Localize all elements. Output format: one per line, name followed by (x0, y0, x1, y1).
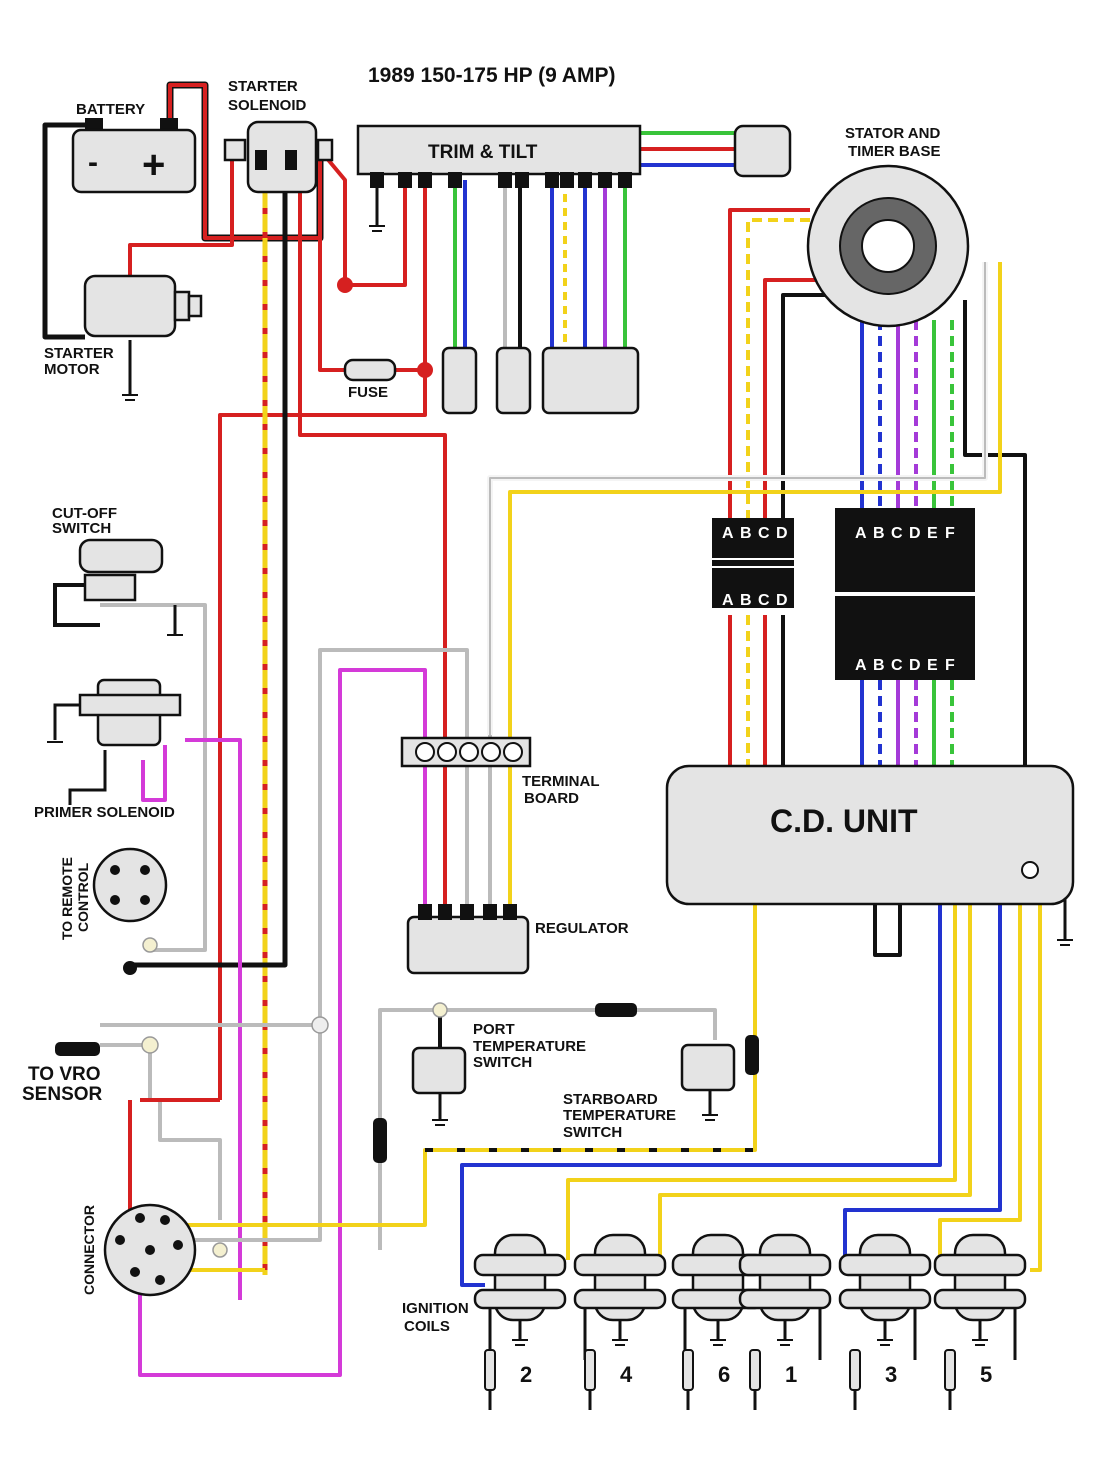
connector-abcdef (835, 508, 975, 680)
remote-control-label-1: TO REMOTE (59, 857, 75, 940)
terminal-board (400, 736, 532, 768)
starter-solenoid-label-2: SOLENOID (228, 97, 307, 114)
connector-pin-label: E (927, 657, 938, 674)
cutoff-switch-label-2: SWITCH (52, 520, 111, 537)
ignition-coils-label-1: IGNITION (402, 1300, 469, 1317)
trim-tilt-module (356, 124, 792, 415)
fuse-label: FUSE (348, 384, 388, 401)
diagram-title: 1989 150-175 HP (9 AMP) (368, 64, 615, 87)
port-temp-label-1: PORT (473, 1021, 515, 1038)
connector-pin-label: A (855, 657, 867, 674)
cutoff-switch-label-1: CUT-OFF (52, 505, 117, 522)
cd-unit (665, 764, 1075, 946)
connector-pin-label: D (776, 592, 788, 609)
connector-abcd (712, 518, 794, 608)
vro-sensor-plug (55, 1016, 329, 1056)
connector-pin-label: D (909, 657, 921, 674)
connector-label: CONNECTOR (81, 1205, 97, 1295)
starter-solenoid-label-1: STARTER (228, 78, 298, 95)
port-temp-label-2: TEMPERATURE (473, 1038, 586, 1055)
ignition-coils-label-2: COILS (404, 1318, 450, 1335)
terminal-board-label-1: TERMINAL (522, 773, 600, 790)
connector-pin-label: E (927, 525, 938, 542)
connector-pin-label: F (945, 525, 955, 542)
cd-unit-label: C.D. UNIT (770, 803, 918, 839)
battery-minus: - (88, 146, 98, 179)
connector-pin-label: C (758, 525, 770, 542)
connector-pin-label: C (758, 592, 770, 609)
terminal-board-label-2: BOARD (524, 790, 579, 807)
connector-pin-label: B (873, 657, 885, 674)
ignition-coil (473, 1233, 567, 1410)
connector-pin-label: B (740, 592, 752, 609)
stator-label-1: STATOR AND (845, 125, 940, 142)
battery-label: BATTERY (76, 101, 145, 118)
starboard-temperature-switch (373, 1003, 759, 1163)
ignition-coil (933, 1233, 1027, 1410)
starter-motor-label-2: MOTOR (44, 361, 100, 378)
ignition-coil (573, 1233, 667, 1410)
starboard-temp-label-2: TEMPERATURE (563, 1107, 676, 1124)
fuse (337, 277, 433, 382)
main-connector (103, 1203, 228, 1297)
remote-control-plug (92, 847, 168, 975)
connector-pin-label: F (945, 657, 955, 674)
connector-pin-label: B (740, 525, 752, 542)
connector-pin-label: C (891, 525, 903, 542)
cutoff-switch (53, 538, 183, 636)
starboard-temp-label-3: SWITCH (563, 1124, 622, 1141)
primer-solenoid (47, 678, 182, 805)
regulator-label: REGULATOR (535, 920, 629, 937)
connector-pin-label: D (909, 525, 921, 542)
coil-number: 6 (718, 1362, 730, 1387)
ignition-coil (838, 1233, 932, 1410)
starter-solenoid (223, 120, 334, 194)
battery-plus: + (142, 143, 165, 187)
coil-number: 2 (520, 1362, 532, 1387)
regulator (406, 904, 530, 975)
coil-number: 4 (620, 1362, 633, 1387)
battery: - + (71, 118, 197, 194)
connector-pin-label: A (722, 592, 734, 609)
ignition-coils: 2 4 6 1 3 5 (473, 1233, 1027, 1410)
trim-tilt-label: TRIM & TILT (428, 142, 538, 163)
starter-motor-label-1: STARTER (44, 345, 114, 362)
wires (42, 81, 1067, 1377)
vro-sensor-label-1: TO VRO (28, 1064, 101, 1085)
vro-sensor-label-2: SENSOR (22, 1084, 103, 1105)
connector-pin-label: D (776, 525, 788, 542)
starboard-temp-label-1: STARBOARD (563, 1091, 658, 1108)
coil-number: 3 (885, 1362, 897, 1387)
port-temp-label-3: SWITCH (473, 1054, 532, 1071)
connector-pin-label: B (873, 525, 885, 542)
stator-label-2: TIMER BASE (848, 143, 941, 160)
remote-control-label-2: CONTROL (75, 862, 91, 932)
starter-motor (83, 274, 203, 401)
port-temperature-switch (411, 1002, 467, 1126)
primer-solenoid-label: PRIMER SOLENOID (34, 804, 175, 821)
connector-pin-label: A (722, 525, 734, 542)
stator-timer-base (806, 164, 970, 328)
connector-pin-label: C (891, 657, 903, 674)
coil-number: 1 (785, 1362, 797, 1387)
ignition-coil (738, 1233, 832, 1410)
connector-pin-label: A (855, 525, 867, 542)
coil-number: 5 (980, 1362, 992, 1387)
